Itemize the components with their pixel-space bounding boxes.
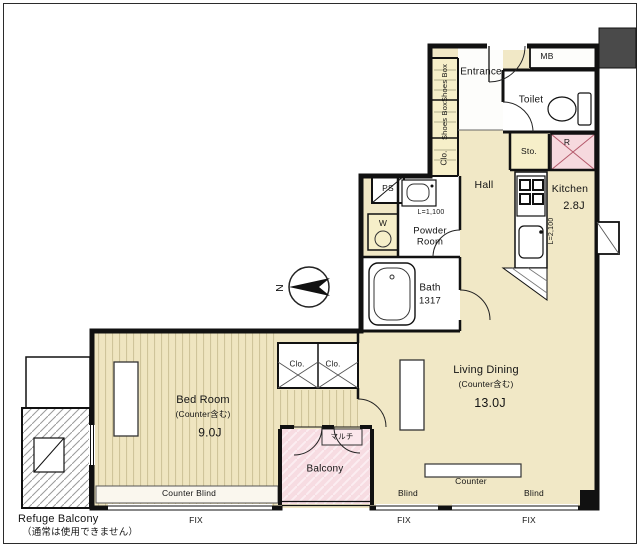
label-balcony: Balcony (306, 463, 344, 475)
windows (89, 42, 620, 512)
label-toilet: Toilet (518, 94, 544, 106)
label-entrance: Entrance (460, 66, 502, 78)
label-blind-2: Blind (524, 488, 544, 499)
label-bedroom: Bed Room (176, 393, 230, 406)
label-closet-1: Clo. (289, 359, 305, 369)
label-shoes-box-1: Shoes Box (439, 63, 449, 103)
label-refuge-balcony: Refuge Balcony (18, 513, 99, 525)
label-living-note: (Counter含む) (458, 379, 514, 390)
pillar (580, 490, 597, 507)
door-arcs (293, 45, 534, 456)
sink-icon (518, 225, 544, 259)
label-powder-room: Powder Room (413, 225, 447, 247)
label-bedroom-size: 9.0J (198, 425, 222, 440)
label-bath-size: 1317 (419, 295, 441, 307)
label-kitchen: Kitchen (551, 183, 589, 196)
compass-icon (288, 266, 330, 308)
label-fix-3: FIX (522, 515, 536, 526)
label-refuge-note: （通常は使用できません） (22, 527, 139, 538)
label-closet-2: Clo. (325, 359, 341, 369)
label-counter-blind: Counter Blind (161, 488, 217, 499)
image-frame (3, 3, 637, 544)
closets (277, 342, 359, 389)
label-kitchen-counter-height: L=2,100 (548, 217, 556, 245)
label-bath: Bath (419, 282, 441, 294)
label-bedroom-note: (Counter含む) (175, 409, 231, 420)
label-ps: PS (382, 183, 394, 194)
label-blind-1: Blind (398, 488, 418, 499)
label-multi: マルチ (330, 431, 354, 441)
washbasin-icon (401, 179, 437, 207)
label-hall: Hall (474, 179, 494, 192)
label-fix-1: FIX (189, 515, 203, 526)
kitchen-counter (501, 171, 548, 301)
label-powder-counter-height: L=1,100 (417, 209, 445, 217)
label-washer: W (378, 218, 388, 229)
building-core-block (598, 27, 637, 69)
label-clo-strip: Clo. (439, 150, 449, 166)
label-ld-counter: Counter (455, 476, 487, 487)
shoes-box-shelves (432, 57, 459, 176)
label-living: Living Dining (453, 363, 519, 376)
label-north: N (274, 284, 287, 292)
label-shoes-box-2: Shoes Box (439, 101, 449, 141)
refuge-balcony-area (21, 356, 91, 509)
label-living-size: 13.0J (474, 396, 506, 410)
label-fridge: R (563, 137, 571, 148)
label-kitchen-size: 2.8J (563, 199, 585, 212)
multi-outlet-box (321, 428, 363, 446)
washer-icon (367, 213, 399, 251)
label-fix-2: FIX (397, 515, 411, 526)
label-sto: Sto. (521, 146, 537, 157)
label-mb: MB (540, 51, 554, 62)
counters (95, 359, 522, 504)
toilet-icon (547, 92, 592, 126)
bathtub-icon (368, 262, 416, 326)
